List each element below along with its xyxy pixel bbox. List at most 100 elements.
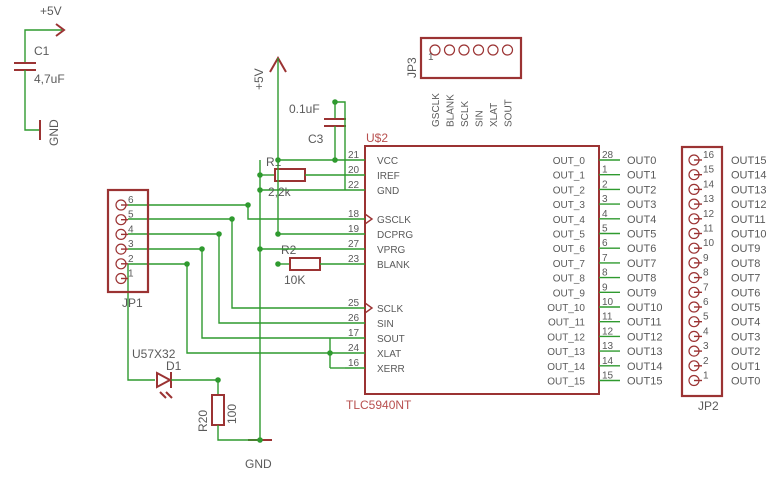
ic-right-pin-number: 1 <box>602 165 608 176</box>
ic-net-label: OUT5 <box>627 229 656 241</box>
ic-right-pin-label: OUT_5 <box>553 230 586 241</box>
jp3-signal-label: XLAT <box>489 103 500 127</box>
ic-left-pin-label: GSCLK <box>377 215 411 226</box>
ic-right-pin-label: OUT_0 <box>553 156 586 167</box>
ic-left-pin-label: XLAT <box>377 349 401 360</box>
jp2-net-label: OUT1 <box>731 361 760 373</box>
jp3-signal-label: BLANK <box>446 94 457 127</box>
jp2-pin-number: 4 <box>703 326 709 337</box>
ic-right-pin-label: OUT_15 <box>547 377 585 388</box>
ic-right-pin-number: 6 <box>602 238 608 249</box>
ic-right-pin-label: OUT_3 <box>553 200 586 211</box>
ic-right-pin-number: 2 <box>602 179 608 190</box>
jp2-pin-number: 1 <box>703 371 709 382</box>
vcc-label: +5V <box>252 68 266 90</box>
jp3-signal-label: SCLK <box>460 101 471 127</box>
ic-right-pin-label: OUT_8 <box>553 274 586 285</box>
jp2-net-label: OUT12 <box>731 199 766 211</box>
ic-right-pin-label: OUT_2 <box>553 185 586 196</box>
jp2-net-label: OUT11 <box>731 214 766 226</box>
jp2-net-label: OUT3 <box>731 331 760 343</box>
ic-net-label: OUT3 <box>627 199 656 211</box>
d1-led: U57X32 D1 <box>132 347 218 399</box>
r2-name: R2 <box>281 243 297 257</box>
ic-left-pin-label: DCPRG <box>377 230 413 241</box>
jp2-net-label: OUT0 <box>731 376 760 388</box>
ic-left-pin-label: VCC <box>377 156 398 167</box>
ic-left-pin-number: 16 <box>348 358 360 369</box>
jp2-pin-number: 5 <box>703 312 709 323</box>
ic-right-pin-label: OUT_12 <box>547 332 585 343</box>
ic-right-pin-number: 8 <box>602 268 608 279</box>
ic-net-label: OUT6 <box>627 243 656 255</box>
ic-left-pin-number: 19 <box>348 224 360 235</box>
jp2-pin-number: 9 <box>703 253 709 264</box>
ic-left-pin-label: GND <box>377 186 399 197</box>
jp2-name: JP2 <box>698 399 719 413</box>
c1-value: 4,7uF <box>34 72 65 86</box>
jp1-pin-number: 6 <box>128 195 134 206</box>
ic-right-pin-label: OUT_7 <box>553 259 586 270</box>
ic-right-pin-label: OUT_13 <box>547 347 585 358</box>
jp1-name: JP1 <box>122 296 143 310</box>
jp2-net-label: OUT6 <box>731 287 760 299</box>
ic-net-label: OUT4 <box>627 214 656 226</box>
ic-value: TLC5940NT <box>346 398 412 412</box>
ic-right-pin-label: OUT_9 <box>553 288 586 299</box>
jp2-pin-number: 2 <box>703 356 709 367</box>
jp2-pin-number: 14 <box>703 179 715 190</box>
c3-value: 0.1uF <box>289 102 320 116</box>
r20-value: 100 <box>225 404 239 424</box>
jp2-pin-number: 8 <box>703 268 709 279</box>
ic-net-label: OUT13 <box>627 346 662 358</box>
tlc5940-ic: U$2 TLC5940NT 21VCC20IREF22GND18GSCLK19D… <box>345 131 662 412</box>
jp2-pin-number: 15 <box>703 165 715 176</box>
jp2-pin-number: 13 <box>703 194 715 205</box>
d1-name: D1 <box>166 359 182 373</box>
ic-right-pin-number: 3 <box>602 194 608 205</box>
ic-left-pin-label: VPRG <box>377 245 406 256</box>
junction-dots <box>184 99 338 443</box>
ic-right-pin-number: 14 <box>602 356 614 367</box>
jp2-pin-number: 11 <box>703 224 714 235</box>
ic-right-pin-number: 5 <box>602 224 608 235</box>
jp1-pin-number: 2 <box>128 254 134 265</box>
ic-right-pin-label: OUT_10 <box>547 303 585 314</box>
jp2-net-label: OUT4 <box>731 317 760 329</box>
r20-name: R20 <box>196 410 210 432</box>
ic-left-pin-number: 23 <box>348 254 360 265</box>
ic-net-label: OUT12 <box>627 331 662 343</box>
ic-net-label: OUT14 <box>627 361 662 373</box>
ic-right-pin-label: OUT_14 <box>547 362 585 373</box>
jp2-net-label: OUT9 <box>731 243 760 255</box>
c1-capacitor: +5V C1 4,7uF GND <box>14 4 66 146</box>
ic-left-pin-label: SIN <box>377 319 394 330</box>
ic-right-pin-number: 12 <box>602 326 614 337</box>
r1-resistor: R1 2,2k <box>260 155 345 199</box>
ic-left-pin-number: 24 <box>348 343 360 354</box>
ic-left-pin-number: 26 <box>348 313 360 324</box>
jp2-pin-number: 7 <box>703 282 709 293</box>
jp3-pin <box>472 44 485 56</box>
ic-right-pin-label: OUT_11 <box>548 318 585 329</box>
ic-net-label: OUT11 <box>627 317 662 329</box>
jp1-pin-number: 5 <box>128 210 134 221</box>
ic-right-pin-number: 10 <box>602 297 614 308</box>
ic-left-pin-label: SCLK <box>377 304 403 315</box>
ic-right-pin-number: 28 <box>602 150 614 161</box>
jp1-pin-number: 4 <box>128 224 134 235</box>
ic-net-label: OUT7 <box>627 258 656 270</box>
ic-right-pin-label: OUT_6 <box>553 244 586 255</box>
ic-net-label: OUT1 <box>627 170 656 182</box>
jp2-pin-number: 12 <box>703 209 715 220</box>
ic-left-pin-number: 27 <box>348 239 360 250</box>
r2-value: 10K <box>284 273 305 287</box>
ic-left-pin-number: 18 <box>348 209 360 220</box>
ic-left-pin-number: 25 <box>348 298 360 309</box>
jp3-pin <box>429 44 441 56</box>
svg-text:1: 1 <box>428 52 434 63</box>
jp1-pin-number: 3 <box>128 239 134 250</box>
